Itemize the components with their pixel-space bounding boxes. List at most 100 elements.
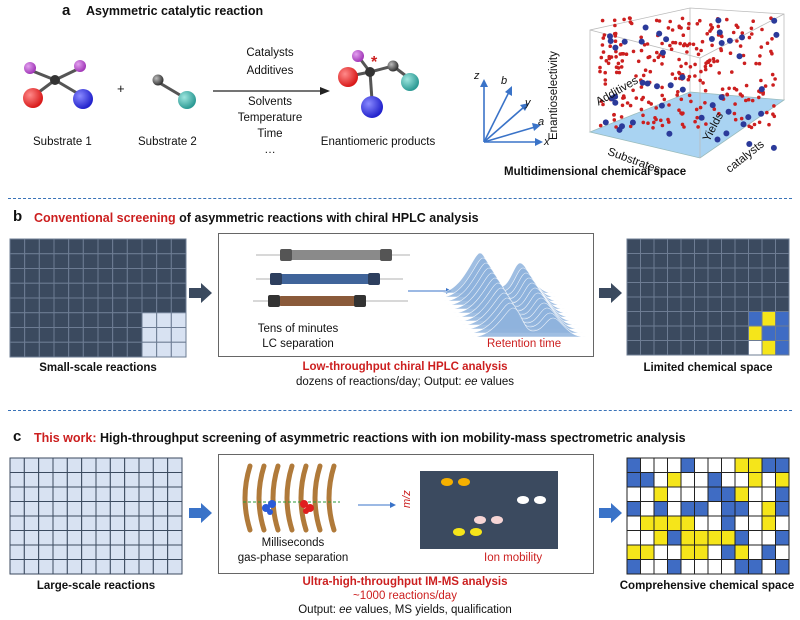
cube-dot-red — [754, 61, 758, 66]
grid-cell — [761, 530, 776, 546]
imms-method-sub1: ~1000 reactions/day — [353, 590, 457, 602]
cube-dot-red — [655, 50, 659, 55]
grid-cell — [152, 486, 169, 502]
condition-catalysts: Catalysts — [246, 47, 294, 59]
cube-dot-red — [679, 64, 683, 69]
grid-cell — [124, 472, 140, 488]
arrow-b1-icon — [189, 283, 212, 303]
grid-cell — [775, 501, 790, 517]
cube-dot-blue — [745, 114, 752, 121]
substrate-1-molecule — [23, 60, 93, 109]
grid-cell — [694, 559, 709, 575]
grid-cell — [667, 325, 682, 341]
grid-cell — [141, 297, 158, 314]
grid-cell — [97, 341, 114, 358]
grid-cell — [680, 559, 695, 575]
cube-dot-red — [770, 37, 774, 41]
grid-cell — [734, 472, 749, 488]
grid-cell — [707, 457, 722, 473]
cube-dot-red — [666, 26, 671, 30]
grid-cell — [734, 340, 749, 356]
grid-cell — [24, 253, 40, 269]
grid-cell — [9, 544, 25, 560]
cube-dot-red — [728, 51, 733, 55]
grid-cell — [707, 530, 722, 546]
grid-cell — [23, 486, 40, 502]
grid-cell — [761, 457, 776, 473]
grid-cell — [82, 327, 99, 343]
grid-cell — [680, 501, 695, 517]
lc-text-2: LC separation — [262, 338, 334, 350]
grid-cell — [124, 559, 140, 575]
cube-dot-red — [710, 43, 714, 48]
grid-cell — [38, 341, 55, 358]
grid-cell — [721, 515, 736, 531]
cube-dot-red — [600, 43, 605, 47]
grid-cell — [707, 486, 722, 502]
grid-cell — [653, 472, 668, 488]
grid-cell — [23, 530, 40, 546]
cube-dot-red — [679, 97, 684, 102]
cube-dot-red — [685, 43, 690, 48]
grid-cell — [680, 238, 695, 254]
grid-cell — [707, 238, 722, 254]
grid-cell — [66, 530, 83, 546]
grid-cell — [109, 530, 126, 546]
grid-cell — [126, 341, 143, 358]
grid-cell — [775, 472, 790, 488]
cube-dot-red — [694, 46, 699, 51]
grid-cell — [152, 559, 169, 575]
cube-dot-red — [613, 23, 617, 28]
cube-dot-red — [669, 47, 674, 51]
cube-dot-red — [617, 70, 622, 75]
cube-dot-red — [740, 31, 745, 35]
cube-dot-red — [733, 117, 738, 122]
cube-dot-red — [612, 118, 617, 122]
grid-cell — [81, 515, 97, 531]
large-scale-caption: Large-scale reactions — [36, 580, 156, 592]
cube-dot-red — [661, 54, 666, 59]
small-scale-caption: Small-scale reactions — [39, 362, 157, 374]
grid-cell — [95, 486, 111, 502]
cube-dot-red — [689, 99, 693, 104]
grid-cell — [721, 559, 736, 575]
cube-dot-red — [725, 92, 729, 97]
grid-cell — [156, 327, 172, 343]
grid-cell — [653, 253, 668, 269]
grid-cell — [775, 340, 790, 356]
grid-cell — [734, 515, 749, 531]
arrow-c2-icon — [599, 503, 622, 523]
grid-cell — [640, 325, 655, 341]
cube-dot-red — [708, 63, 713, 68]
chromatogram-peak — [470, 307, 587, 338]
grid-cell — [680, 544, 695, 560]
grid-cell — [734, 296, 749, 312]
grid-cell — [667, 253, 682, 269]
grid-cell — [112, 297, 128, 314]
grid-cell — [9, 312, 26, 328]
cube-dot-red — [677, 25, 682, 30]
grid-cell — [761, 296, 776, 312]
grid-cell — [170, 282, 187, 299]
grid-cell — [734, 530, 749, 546]
grid-cell — [152, 544, 169, 560]
grid-cell — [138, 530, 154, 546]
grid-cell — [734, 559, 749, 575]
cube-dot-red — [602, 33, 607, 37]
cube-dot-blue — [679, 74, 686, 81]
grid-cell — [52, 544, 68, 560]
cube-dot-red — [616, 61, 621, 66]
cube-dot-blue — [725, 108, 732, 115]
grid-cell — [126, 312, 143, 328]
grid-cell — [721, 253, 736, 269]
cube-dot-blue — [739, 34, 745, 41]
cube-dot-red — [676, 90, 680, 94]
cube-dot-red — [621, 94, 626, 98]
cube-dot-red — [751, 19, 755, 24]
grid-cell — [66, 472, 83, 488]
grid-cell — [170, 238, 187, 255]
cube-dot-red — [660, 62, 664, 66]
grid-cell — [38, 544, 54, 560]
grid-cell — [761, 544, 776, 560]
grid-cell — [640, 457, 655, 473]
